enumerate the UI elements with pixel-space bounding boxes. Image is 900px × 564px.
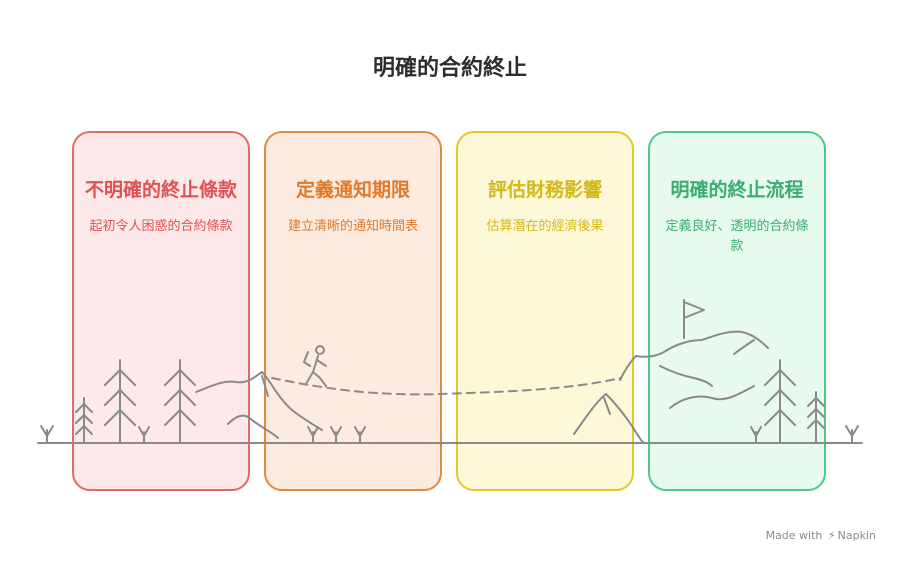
- card-financial-impact: 評估財務影響 估算潛在的經濟後果: [456, 131, 634, 491]
- made-with-label: Made with: [765, 529, 823, 542]
- pine-tree-icon: [75, 397, 93, 444]
- footer-credit: Made with ⚡Napkin: [766, 529, 876, 542]
- pine-tree-icon: [164, 359, 196, 444]
- hill-outline: [261, 375, 269, 397]
- sprout-icon: [845, 425, 859, 444]
- card-notice-period: 定義通知期限 建立清晰的通知時間表: [264, 131, 442, 491]
- card-body: 建立清晰的通知時間表: [287, 219, 418, 234]
- mountain-outline: [659, 365, 713, 387]
- sprout-icon: [40, 425, 54, 444]
- dashed-trail: [271, 377, 621, 396]
- card-clear-process: 明確的終止流程 定義良好、透明的合約條款: [648, 131, 826, 491]
- card-heading: 定義通知期限: [295, 179, 410, 201]
- pine-tree-icon: [764, 359, 796, 444]
- sprout-icon: [307, 426, 319, 444]
- pine-tree-icon: [807, 391, 825, 444]
- sprout-icon: [330, 426, 342, 444]
- mountain-outline: [573, 393, 645, 444]
- sprout-icon: [354, 426, 366, 444]
- pine-tree-icon: [104, 359, 136, 444]
- card-body: 定義良好、透明的合約條款: [665, 219, 809, 254]
- mountain-outline: [669, 385, 755, 409]
- mountain-outline: [619, 330, 769, 381]
- hill-outline: [227, 414, 279, 439]
- hill-outline: [195, 371, 323, 431]
- sprout-icon: [138, 426, 150, 444]
- mountain-outline: [733, 339, 755, 355]
- card-body: 起初令人困惑的合約條款: [89, 219, 233, 234]
- sprout-icon: [750, 426, 762, 444]
- flag-icon: [683, 299, 705, 339]
- mountain-outline: [603, 397, 611, 415]
- card-heading: 評估財務影響: [487, 179, 602, 201]
- card-heading: 明確的終止流程: [670, 179, 804, 201]
- napkin-logo-icon: ⚡: [827, 529, 836, 542]
- card-heading: 不明確的終止條款: [84, 179, 237, 201]
- card-unclear-termination: 不明確的終止條款 起初令人困惑的合約條款: [72, 131, 250, 491]
- card-body: 估算潛在的經濟後果: [486, 219, 604, 234]
- hiker-icon: [303, 345, 327, 387]
- page-title: 明確的合約終止: [372, 56, 527, 81]
- brand-label: Napkin: [837, 529, 876, 542]
